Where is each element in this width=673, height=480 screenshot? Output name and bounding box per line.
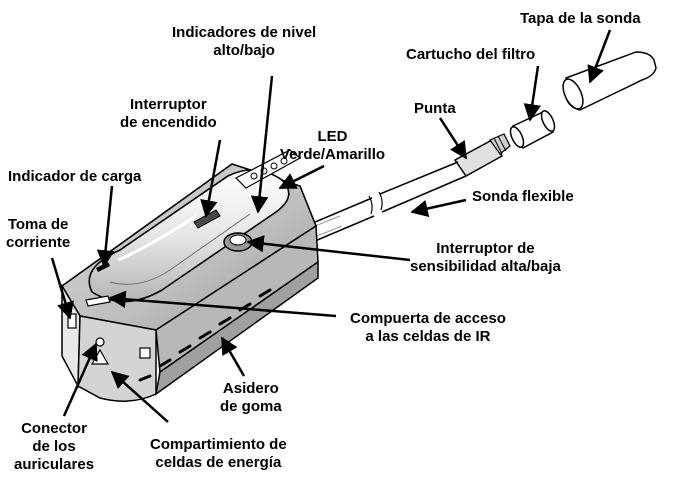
label-punta: Punta [414,100,456,117]
arrow-led [278,164,325,190]
label-interruptor-sensibilidad: Interruptor de sensibilidad alta/baja [410,240,561,275]
label-indicadores-nivel: Indicadores de nivel alto/bajo [172,24,317,59]
arrow-indicador-carga [96,185,115,268]
label-cartucho-filtro: Cartucho del filtro [406,46,536,63]
arrow-conector-auriculares [62,342,98,417]
label-interruptor-encendido: Interruptor de encendido [120,96,217,131]
label-compartimiento-celdas: Compartimiento de celdas de energía [150,436,287,471]
label-led: LED Verde/Amarillo [280,128,386,163]
label-sonda-flexible: Sonda flexible [472,188,574,205]
arrow-indicadores-nivel [250,75,274,214]
arrow-asidero-goma [220,336,246,377]
arrow-punta [438,117,468,160]
device-body [60,149,319,402]
filter-cartridge [509,110,556,150]
arrow-tapa-sonda [587,29,612,84]
label-compuerta-acceso: Compuerta de acceso a las celdas de IR [350,310,506,345]
label-toma-corriente: Toma de corriente [6,216,71,251]
arrow-sonda-flexible [410,198,467,218]
arrow-interruptor-encendido [200,139,222,218]
arrow-compartimiento-celdas [110,370,169,423]
arrow-compuerta-acceso [108,290,337,318]
label-indicador-carga: Indicador de carga [8,168,142,185]
arrow-interruptor-sensibilidad [246,235,411,262]
label-tapa-sonda: Tapa de la sonda [520,10,641,27]
probe-cap [562,51,657,111]
leader-lines [50,29,612,423]
label-conector-auriculares: Conector de los auriculares [14,420,95,473]
probe-tip [453,133,511,177]
arrow-cartucho-filtro [523,65,541,122]
arrow-toma-corriente [50,257,74,320]
label-asidero-goma: Asidero de goma [220,380,282,415]
